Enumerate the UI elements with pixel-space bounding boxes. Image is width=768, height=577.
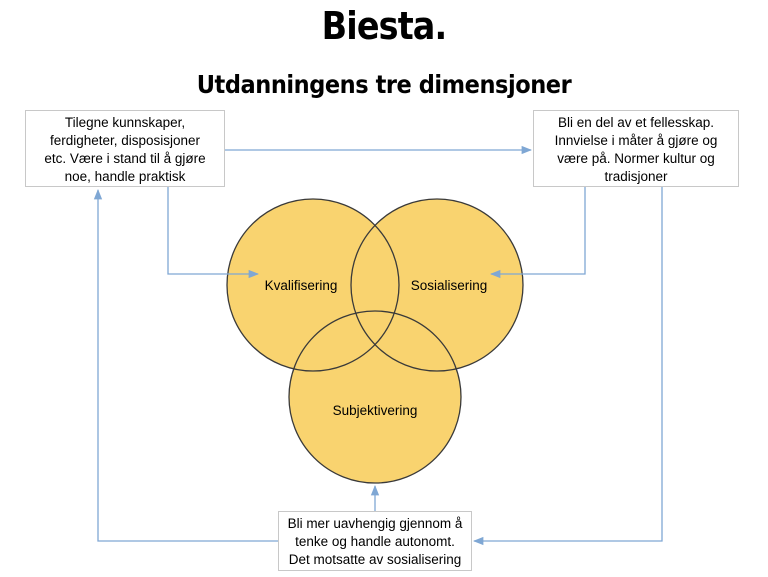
- box-left-line: ferdigheter, disposisjoner: [49, 133, 201, 148]
- label-subjectification: Subjektivering: [333, 403, 418, 418]
- box-left-line: Tilegne kunnskaper,: [64, 115, 186, 130]
- box-right-line: tradisjoner: [604, 169, 668, 184]
- arrow-bottom-box-to-left-box: [93, 188, 278, 542]
- arrows: [93, 145, 663, 546]
- box-socialization-description: Bli en del av et fellesskap. Innvielse i…: [533, 110, 739, 187]
- box-right-line: være på. Normer kultur og: [557, 151, 715, 166]
- box-right-line: Bli en del av et fellesskap.: [557, 115, 715, 130]
- box-bottom-line: Det motsatte av sosialisering: [288, 552, 462, 567]
- box-left-line: noe, handle praktisk: [64, 169, 186, 184]
- box-bottom-line: tenke og handle autonomt.: [295, 534, 455, 549]
- arrow-right-box-to-bottom-box: [472, 187, 663, 546]
- box-right-line: Innvielse i måter å gjøre og: [554, 133, 718, 148]
- arrow-right-box-to-socialization: [489, 187, 586, 279]
- label-socialization: Sosialisering: [411, 278, 488, 293]
- circle-socialization-outline: [350, 198, 524, 372]
- box-qualification-description: Tilegne kunnskaper, ferdigheter, disposi…: [25, 110, 225, 187]
- arrow-left-box-to-qualification: [167, 187, 260, 279]
- box-subjectification-description: Bli mer uavhengig gjennom å tenke og han…: [278, 511, 472, 571]
- label-qualification: Kvalifisering: [265, 278, 338, 293]
- circle-qualification-outline: [226, 198, 400, 372]
- page-title: Biesta.: [321, 4, 448, 48]
- circles-fill: [227, 199, 523, 483]
- circle-subjectification: [289, 311, 461, 483]
- box-left-line: etc. Være i stand til å gjøre: [44, 151, 206, 166]
- box-bottom-line: Bli mer uavhengig gjennom å: [287, 516, 463, 531]
- page-subtitle: Utdanningens tre dimensjoner: [196, 70, 572, 99]
- circle-subjectification-outline: [288, 310, 462, 484]
- circles-outline: [226, 198, 524, 484]
